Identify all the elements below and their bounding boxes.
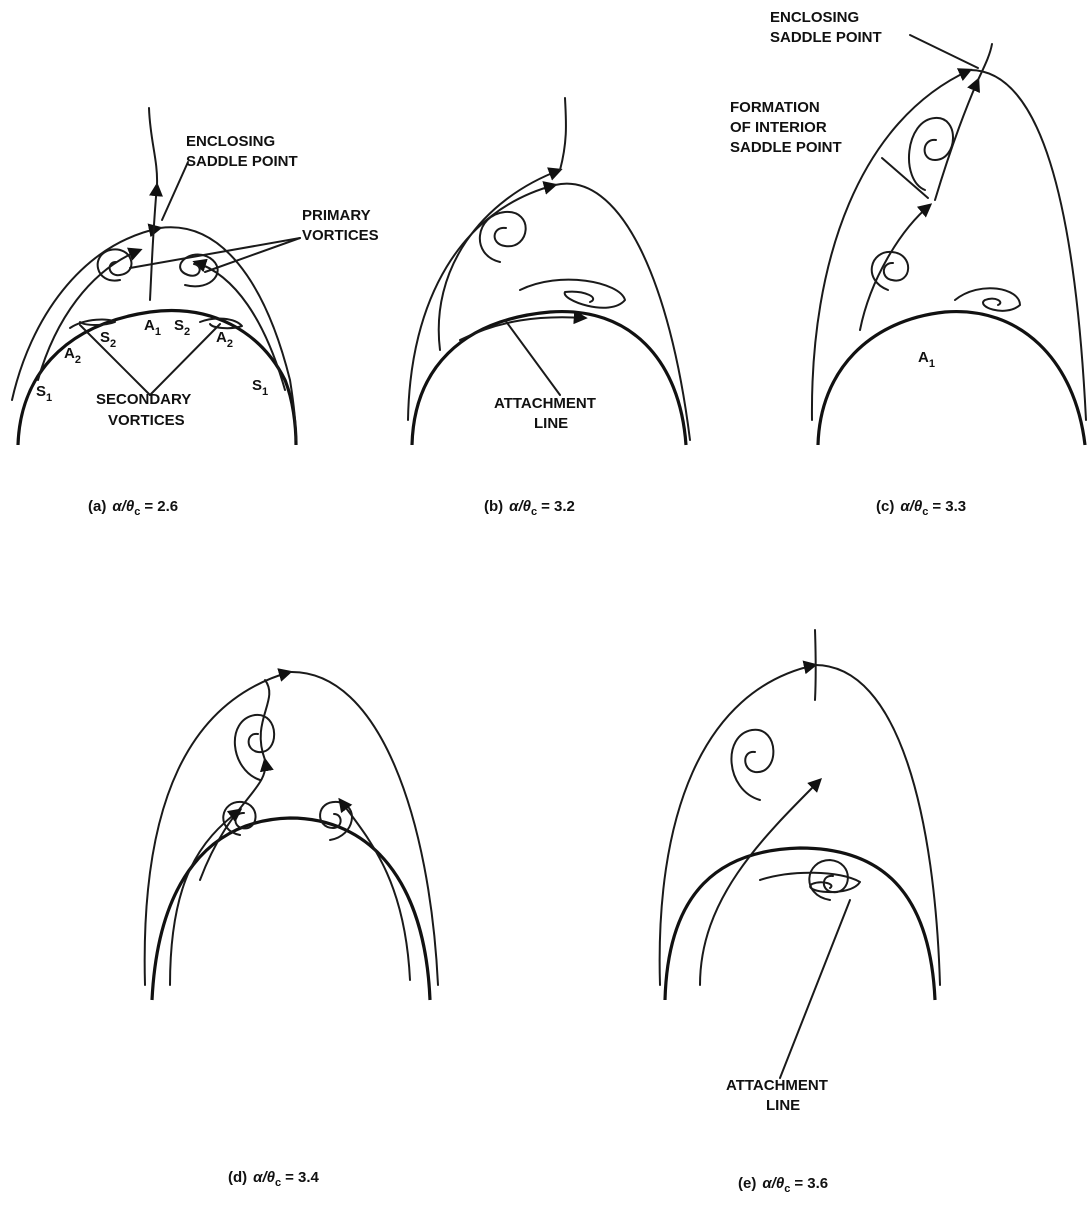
- label-S1-left: S1: [36, 383, 52, 404]
- label-S2-right: S2: [174, 317, 190, 338]
- leader-saddle-a: [162, 162, 188, 220]
- panel-b: ATTACHMENT LINE (b)α/θc= 3.2: [408, 98, 690, 518]
- primary-vortex-b-left: [480, 212, 526, 262]
- label-vortices-primary: VORTICES: [302, 227, 379, 244]
- panel-a: ENCLOSING SADDLE POINT PRIMARY VORTICES …: [12, 108, 379, 518]
- label-primary: PRIMARY: [302, 207, 371, 224]
- middle-vortex-e: [809, 860, 848, 900]
- label-S1-right: S1: [252, 377, 268, 398]
- label-line-b: LINE: [534, 415, 568, 432]
- panel-d: (d)α/θc= 3.4: [145, 672, 438, 1189]
- label-attachment-b: ATTACHMENT: [494, 395, 596, 412]
- label-attachment-e: ATTACHMENT: [726, 1077, 828, 1094]
- streamline-e-outer-r: [815, 665, 940, 985]
- label-saddle-point-c: SADDLE POINT: [770, 29, 882, 46]
- upper-vortex-d: [235, 715, 274, 780]
- streamline-c-outer-r: [970, 70, 1086, 420]
- separatrix-e: [700, 780, 820, 985]
- leader-primary-a2: [205, 238, 300, 272]
- lower-vortex-c: [872, 252, 908, 290]
- streamline-c-outer: [812, 70, 970, 420]
- streamline-b-outer: [408, 185, 555, 420]
- saddle-upper-a: [149, 108, 157, 185]
- label-A2-left: A2: [64, 345, 81, 366]
- caption-b: (b)α/θc= 3.2: [484, 498, 575, 518]
- primary-vortex-b-right: [520, 280, 625, 308]
- label-saddle-point-interior: SADDLE POINT: [730, 139, 842, 156]
- separatrix-b-top: [560, 98, 566, 170]
- attachment-stream-b: [460, 317, 585, 340]
- streamline-e-outer: [660, 665, 815, 985]
- caption-d: (d)α/θc= 3.4: [228, 1169, 320, 1189]
- saddle-vertical-c: [935, 80, 978, 200]
- label-vortices-secondary: VORTICES: [108, 412, 185, 429]
- label-formation: FORMATION: [730, 99, 820, 116]
- leader-attachment-e: [780, 900, 850, 1078]
- saddle-vertical-a: [150, 185, 157, 300]
- caption-a: (a)α/θc= 2.6: [88, 498, 178, 518]
- upper-vortex-c: [909, 118, 953, 190]
- label-saddle-point-a: SADDLE POINT: [186, 153, 298, 170]
- label-A1-c: A1: [918, 349, 935, 370]
- panel-c: ENCLOSING SADDLE POINT FORMATION OF INTE…: [730, 9, 1086, 518]
- label-of-interior: OF INTERIOR: [730, 119, 827, 136]
- caption-e: (e)α/θc= 3.6: [738, 1175, 828, 1195]
- label-enclosing-a: ENCLOSING: [186, 133, 275, 150]
- cone-body-e: [665, 848, 935, 1000]
- label-A1-a: A1: [144, 317, 161, 338]
- right-vortex-c: [955, 288, 1020, 311]
- caption-c: (c)α/θc= 3.3: [876, 498, 966, 518]
- label-enclosing-c: ENCLOSING: [770, 9, 859, 26]
- leader-formation-c: [882, 158, 928, 198]
- cone-body-d: [152, 818, 430, 1000]
- panel-e: ATTACHMENT LINE (e)α/θc= 3.6: [660, 630, 940, 1195]
- primary-vortex-a-left: [98, 249, 132, 280]
- cone-body-c: [818, 312, 1085, 445]
- stream-d-left-feed: [170, 810, 240, 985]
- streamline-a-left-feed: [38, 250, 140, 380]
- leader-secondary-a1: [80, 325, 150, 395]
- streamline-d-outer-r: [290, 672, 438, 985]
- saddle-vertical-e: [815, 630, 816, 700]
- leader-attachment-b: [505, 320, 560, 395]
- label-secondary: SECONDARY: [96, 391, 191, 408]
- leader-saddle-c: [910, 35, 978, 68]
- interior-stream-c: [860, 205, 930, 330]
- label-A2-right: A2: [216, 329, 233, 350]
- label-line-e: LINE: [766, 1097, 800, 1114]
- stream-d-right-feed: [340, 800, 410, 980]
- upper-vortex-e: [731, 730, 773, 800]
